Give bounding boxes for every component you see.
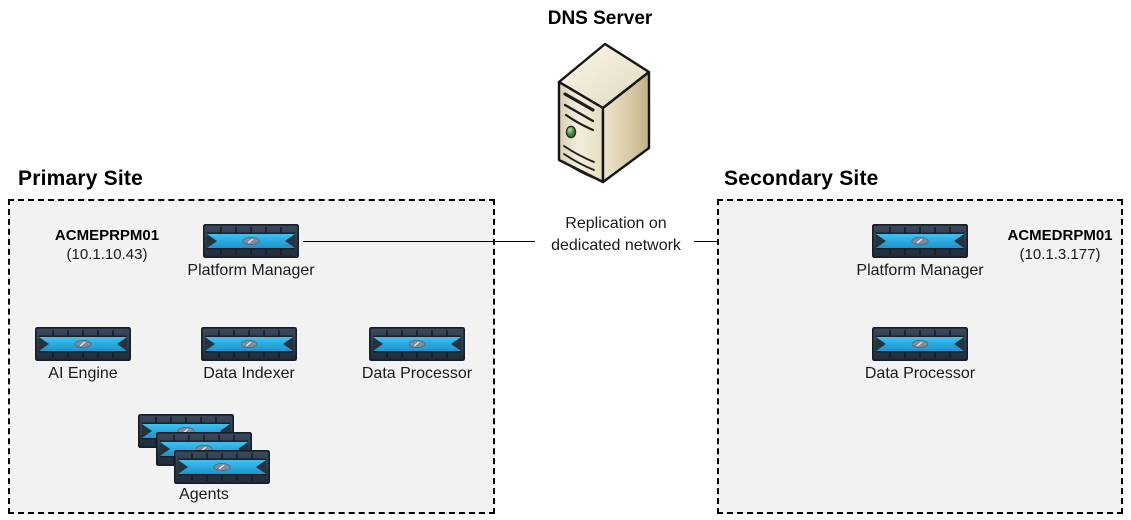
- primary-host-ip: (10.1.10.43): [66, 245, 148, 263]
- replication-label: Replication on dedicated network: [540, 213, 692, 256]
- device-label: Data Processor: [864, 365, 976, 382]
- dns-server-label: DNS Server: [547, 8, 653, 29]
- device-primary-data-processor[interactable]: Data Processor: [362, 327, 472, 385]
- device-secondary-platform-manager[interactable]: Platform Manager: [856, 224, 984, 282]
- device-ai-engine[interactable]: AI Engine: [35, 327, 131, 385]
- device-data-indexer[interactable]: Data Indexer: [201, 327, 297, 385]
- device-label: Platform Manager: [187, 262, 315, 279]
- device-primary-platform-manager[interactable]: Platform Manager: [187, 224, 315, 282]
- secondary-site-title: Secondary Site: [724, 167, 879, 190]
- device-label: Data Indexer: [203, 365, 295, 382]
- secondary-host-ip: (10.1.3.177): [1019, 245, 1101, 263]
- dns-server-node[interactable]: DNS Server: [545, 8, 655, 188]
- primary-site-title: Primary Site: [18, 167, 143, 190]
- rack-appliance-icon: [174, 450, 270, 484]
- device-label: AI Engine: [48, 365, 118, 382]
- replication-label-line1: Replication on: [565, 215, 667, 232]
- server-tower-icon: [545, 36, 655, 193]
- replication-line-left: [303, 241, 535, 242]
- rack-appliance-icon: [872, 224, 968, 258]
- primary-hostname: ACMEPRPM01: [54, 227, 160, 244]
- device-label: Data Processor: [361, 365, 473, 382]
- rack-appliance-icon: [35, 327, 131, 361]
- device-agents-group[interactable]: Agents: [138, 414, 270, 503]
- rack-appliance-icon: [872, 327, 968, 361]
- primary-host-info: ACMEPRPM01 (10.1.10.43): [42, 227, 172, 265]
- device-label: Platform Manager: [856, 262, 984, 279]
- rack-appliance-icon: [369, 327, 465, 361]
- device-label: Agents: [179, 486, 229, 503]
- secondary-hostname: ACMEDRPM01: [1007, 227, 1113, 244]
- rack-appliance-icon: [201, 327, 297, 361]
- replication-label-line2: dedicated network: [551, 236, 681, 254]
- rack-appliance-icon: [203, 224, 299, 258]
- device-secondary-data-processor[interactable]: Data Processor: [865, 327, 975, 385]
- secondary-host-info: ACMEDRPM01 (10.1.3.177): [995, 227, 1125, 265]
